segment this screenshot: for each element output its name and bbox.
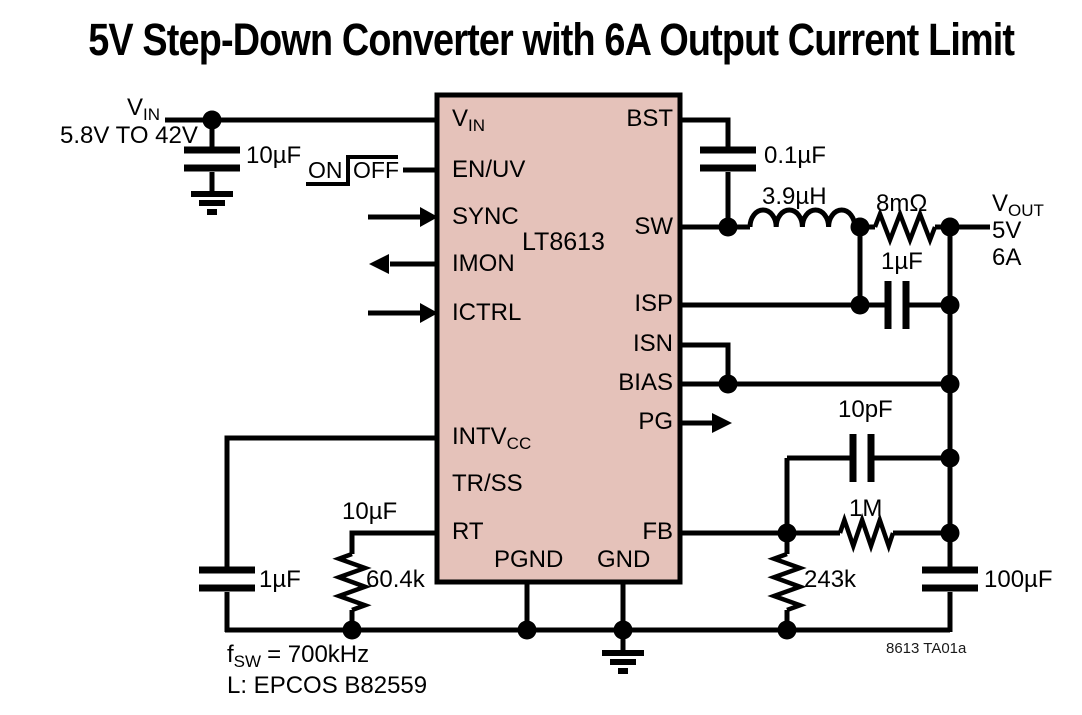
junction-dot (777, 523, 797, 543)
pin-label-bias: BIAS (618, 369, 673, 396)
pin-label-ictrl: ICTRL (452, 299, 522, 326)
vout-volts-label: 5V (992, 217, 1022, 244)
vout-amps-label: 6A (992, 244, 1022, 271)
figure-ref: 8613 TA01a (886, 640, 967, 657)
ground-symbols (191, 191, 644, 674)
ic-body (434, 92, 683, 585)
pin-label-isn: ISN (632, 330, 673, 357)
capacitor-bst-01uf (700, 146, 756, 172)
pin-label-fb: FB (642, 518, 673, 545)
input-cap-value: 10µF (246, 142, 302, 169)
out-cap-value: 100µF (984, 566, 1053, 593)
wire-bst (680, 117, 731, 148)
resistor-fb-bottom-243k (767, 551, 807, 613)
comp-cap-value: 10pF (838, 396, 893, 423)
rt-cap-value: 10µF (342, 498, 398, 525)
pin-label-rt: RT (452, 518, 484, 545)
ground-symbol-input (191, 191, 233, 215)
junction-dot (517, 620, 537, 640)
on-label: ON (308, 157, 343, 183)
junction-dot (940, 448, 960, 468)
pin-label-imon: IMON (452, 250, 515, 277)
bst-cap-value: 0.1µF (764, 142, 826, 169)
sense-resistor-value: 8mΩ (876, 190, 928, 217)
rt-resistor-value: 60.4k (366, 566, 425, 593)
pin-label-pg: PG (638, 408, 673, 435)
junction-dot (940, 217, 960, 237)
on-off-step-symbol (306, 155, 398, 186)
pin-label-isp: ISP (634, 290, 673, 317)
ic-part-number: LT8613 (522, 228, 605, 256)
junction-dot (850, 217, 870, 237)
junction-dot (718, 374, 738, 394)
arrow-pg-icon (712, 413, 732, 433)
pin-label-enuv: EN/UV (452, 156, 526, 183)
ground-symbol-main (602, 650, 644, 674)
pin-label-pgnd: PGND (494, 546, 564, 573)
fb-top-resistor-value: 1M (849, 495, 883, 522)
capacitor-comp-10pf (849, 434, 875, 482)
fb-bottom-resistor-value: 243k (804, 566, 857, 593)
junction-dot (342, 620, 362, 640)
resistor-rt-604k (332, 551, 372, 613)
inductor-note: L: EPCOS B82559 (227, 672, 428, 699)
capacitor-input-10uf (184, 146, 240, 172)
junction-dot (718, 217, 738, 237)
vin-net-label: VIN (126, 94, 160, 124)
fsw-note: fSW= 700kHz (227, 641, 370, 671)
arrow-sync-icon (420, 207, 438, 227)
input-range-label: 5.8V TO 42V (60, 122, 198, 149)
page-title: 5V Step-Down Converter with 6A Output Cu… (88, 14, 1015, 65)
resistor-sense-8mohm (872, 207, 938, 247)
resistor-fb-top-1m (837, 513, 896, 554)
pin-label-sw: SW (634, 213, 673, 240)
pin-label-bst: BST (626, 105, 673, 132)
inductor-symbol (747, 207, 858, 228)
sense-cap-value: 1µF (881, 248, 923, 275)
wire-rt (349, 530, 437, 554)
pin-label-gnd: GND (597, 546, 651, 573)
capacitor-plates (184, 146, 978, 592)
junction-dot (613, 620, 633, 640)
junction-dots (202, 110, 960, 640)
wire-isn (680, 342, 731, 384)
wire-intvcc (224, 435, 437, 568)
junction-dot (850, 295, 870, 315)
pin-label-vin: VIN (452, 105, 486, 135)
intvcc-cap-value: 1µF (259, 566, 301, 593)
arrow-ictrl-icon (420, 303, 438, 323)
vout-net-label: VOUT (992, 190, 1044, 220)
pin-label-trss: TR/SS (452, 470, 523, 497)
junction-dot (940, 523, 960, 543)
title-wrap: 5V Step-Down Converter with 6A Output Cu… (0, 14, 1082, 66)
capacitor-intvcc-1uf (199, 566, 255, 592)
junction-dot (940, 374, 960, 394)
junction-dot (940, 295, 960, 315)
resistors (332, 207, 938, 613)
pin-label-sync: SYNC (452, 203, 519, 230)
capacitor-out-100uf (922, 566, 978, 592)
junction-dot (202, 110, 222, 130)
signal-arrows (369, 207, 732, 433)
arrow-imon-icon (369, 254, 389, 274)
pin-label-intvcc: INTVCC (452, 423, 532, 453)
off-label: OFF (353, 157, 399, 183)
capacitor-sense-1uf (884, 281, 910, 329)
inductor-value: 3.9µH (762, 183, 827, 210)
junction-dot (777, 620, 797, 640)
